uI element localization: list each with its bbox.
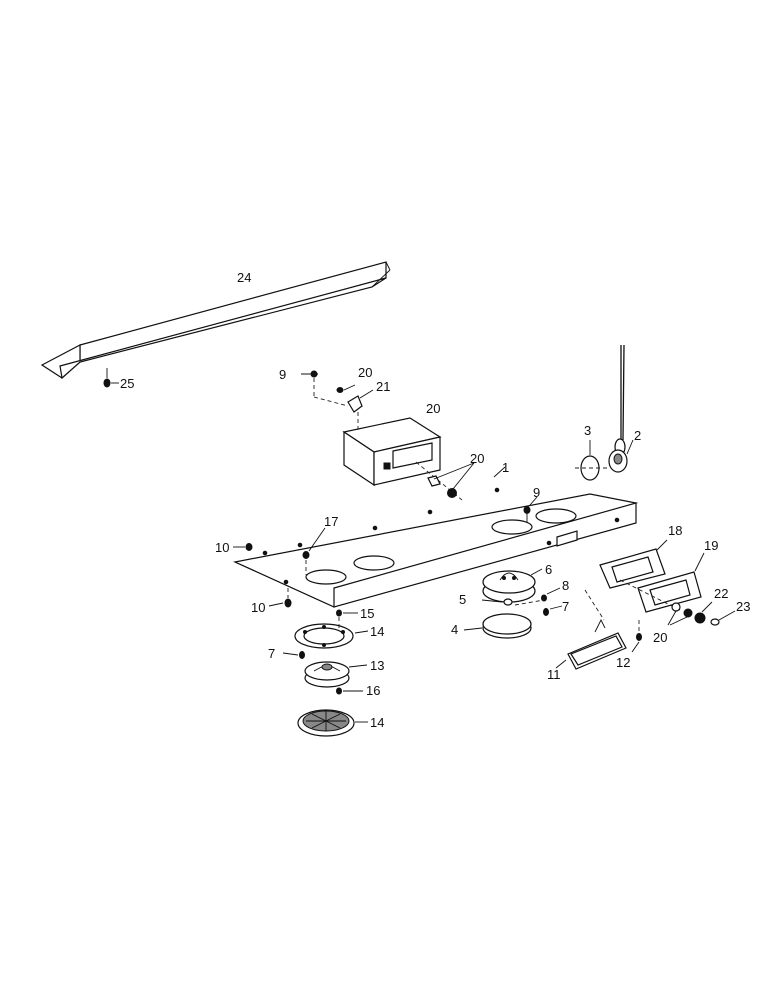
- callout-9-panel: 9: [533, 485, 540, 500]
- console-panel-part: [233, 466, 639, 608]
- callout-3: 3: [584, 423, 591, 438]
- callout-2: 2: [634, 428, 641, 443]
- callout-24: 24: [237, 270, 251, 285]
- screw-12: [631, 620, 642, 653]
- speaker-nut: [481, 598, 513, 606]
- trim-strip-part: [40, 261, 391, 380]
- callout-21: 21: [376, 379, 390, 394]
- callout-22: 22: [714, 586, 728, 601]
- radio-mount-bracket: [301, 370, 374, 430]
- speaker-grille-part: [297, 709, 368, 737]
- callout-16: 16: [366, 683, 380, 698]
- callout-18: 18: [668, 523, 682, 538]
- radio-connector-spacers: [415, 461, 475, 501]
- screw-16: [336, 687, 363, 695]
- switch-plate-18: [599, 539, 668, 589]
- antenna-part: [608, 344, 634, 473]
- speaker-grille-ring: [294, 623, 369, 649]
- callout-4: 4: [451, 622, 458, 637]
- callout-6: 6: [545, 562, 552, 577]
- callout-labels: 24 25 9 20 21 20 20 3 2 1 9 17 10 10 6 8…: [120, 270, 750, 730]
- switch-fasteners: [619, 579, 736, 626]
- callout-14-grille: 14: [370, 715, 384, 730]
- callout-5: 5: [459, 592, 466, 607]
- lamp-lens-part: [555, 589, 627, 670]
- speaker-part: [482, 568, 543, 603]
- callout-10-lower: 10: [251, 600, 265, 615]
- callout-20-switch: 20: [653, 630, 667, 645]
- callout-23: 23: [736, 599, 750, 614]
- callout-7-left: 7: [268, 646, 275, 661]
- screw-7-left: [282, 651, 305, 659]
- callout-8: 8: [562, 578, 569, 593]
- screw-25: [103, 368, 119, 388]
- speaker-driver-part: [304, 661, 368, 688]
- switch-plate-19: [637, 552, 705, 613]
- callout-20-radio: 20: [426, 401, 440, 416]
- callout-13: 13: [370, 658, 384, 673]
- callout-12: 12: [616, 655, 630, 670]
- speaker-ring: [463, 613, 532, 639]
- callout-14-ring: 14: [370, 624, 384, 639]
- callout-10-upper: 10: [215, 540, 229, 555]
- callout-7-right: 7: [562, 599, 569, 614]
- screw-15: [336, 609, 358, 628]
- callout-19: 19: [704, 538, 718, 553]
- panel-screws: [233, 496, 538, 608]
- callout-9-top: 9: [279, 367, 286, 382]
- callout-20-spacers: 20: [470, 451, 484, 466]
- antenna-washer: [575, 440, 610, 481]
- callout-11: 11: [547, 667, 561, 682]
- callout-25: 25: [120, 376, 134, 391]
- radio-unit-part: [342, 417, 442, 487]
- callout-17: 17: [324, 514, 338, 529]
- callout-15: 15: [360, 606, 374, 621]
- callout-1: 1: [502, 460, 509, 475]
- speaker-screws: [514, 587, 563, 616]
- callout-20-bracket: 20: [358, 365, 372, 380]
